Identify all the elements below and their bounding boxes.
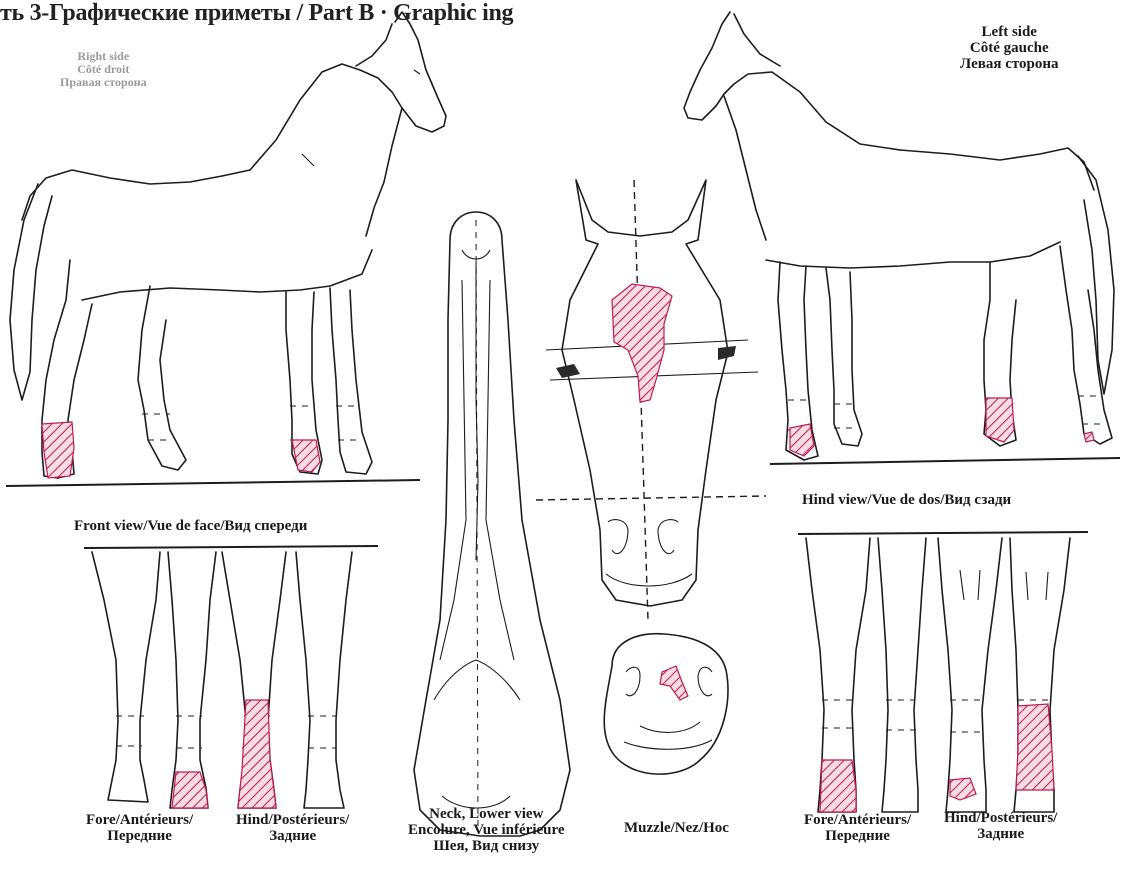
- hind-view-hind-label-line2: Задние: [944, 826, 1057, 842]
- page-header-title: ть 3-Графические приметы / Part B · Grap…: [0, 0, 513, 27]
- neck-label-ru: Шея, Вид снизу: [408, 838, 565, 854]
- hind-view-hind-label-line1: Hind/Postérieurs/: [944, 810, 1057, 826]
- right-side-label-ru: Правая сторона: [60, 76, 147, 89]
- front-hind-label-line2: Задние: [236, 828, 349, 844]
- muzzle-view: [604, 634, 728, 774]
- marking-right-fore: [292, 440, 320, 472]
- marking-front-hind: [238, 700, 276, 808]
- neck-label: Neck, Lower view Encolure, Vue inférieur…: [408, 806, 565, 855]
- head-front-view: [536, 180, 766, 620]
- marking-left-hind: [986, 398, 1014, 442]
- muzzle-label: Muzzle/Nez/Hoc: [624, 820, 729, 836]
- front-fore-label: Fore/Antérieurs/ Передние: [86, 812, 193, 844]
- front-hind-label-line1: Hind/Postérieurs/: [236, 812, 349, 828]
- hind-view-hind-label: Hind/Postérieurs/ Задние: [944, 810, 1057, 842]
- left-side-label: Left side Côté gauche Левая сторона: [960, 24, 1059, 73]
- right-side-label-fr: Côté droit: [60, 63, 147, 76]
- marking-hind-hind-near: [950, 778, 976, 800]
- front-fore-label-line2: Передние: [86, 828, 193, 844]
- hind-view-fore-label: Fore/Antérieurs/ Передние: [804, 812, 911, 844]
- hind-view-label: Hind view/Vue de dos/Вид сзади: [802, 492, 1011, 508]
- hind-view-fore-label-line2: Передние: [804, 828, 911, 844]
- front-view-legs: [84, 546, 378, 808]
- front-view-label: Front view/Vue de face/Вид спереди: [74, 518, 307, 534]
- neck-label-fr: Encolure, Vue inférieure: [408, 822, 565, 838]
- marking-right-hind: [42, 422, 74, 478]
- hind-view-legs: [798, 532, 1088, 812]
- marking-muzzle: [660, 666, 688, 700]
- hind-view-fore-label-line1: Fore/Antérieurs/: [804, 812, 911, 828]
- left-side-label-fr: Côté gauche: [960, 40, 1059, 56]
- front-hind-label: Hind/Postérieurs/ Задние: [236, 812, 349, 844]
- neck-lower-view: [414, 212, 570, 836]
- marking-blaze-head: [612, 284, 672, 402]
- right-side-label-en: Right side: [60, 50, 147, 63]
- marking-front-fore: [172, 772, 208, 808]
- right-side-label: Right side Côté droit Правая сторона: [60, 50, 147, 89]
- marking-left-hind-small: [1084, 432, 1094, 442]
- front-fore-label-line1: Fore/Antérieurs/: [86, 812, 193, 828]
- marking-hind-hind-far: [1016, 704, 1054, 790]
- left-side-horse: [684, 12, 1120, 464]
- neck-label-en: Neck, Lower view: [408, 806, 565, 822]
- marking-left-fore: [790, 424, 814, 456]
- left-side-label-en: Left side: [960, 24, 1059, 40]
- left-side-label-ru: Левая сторона: [960, 56, 1059, 72]
- marking-hind-fore: [820, 760, 856, 812]
